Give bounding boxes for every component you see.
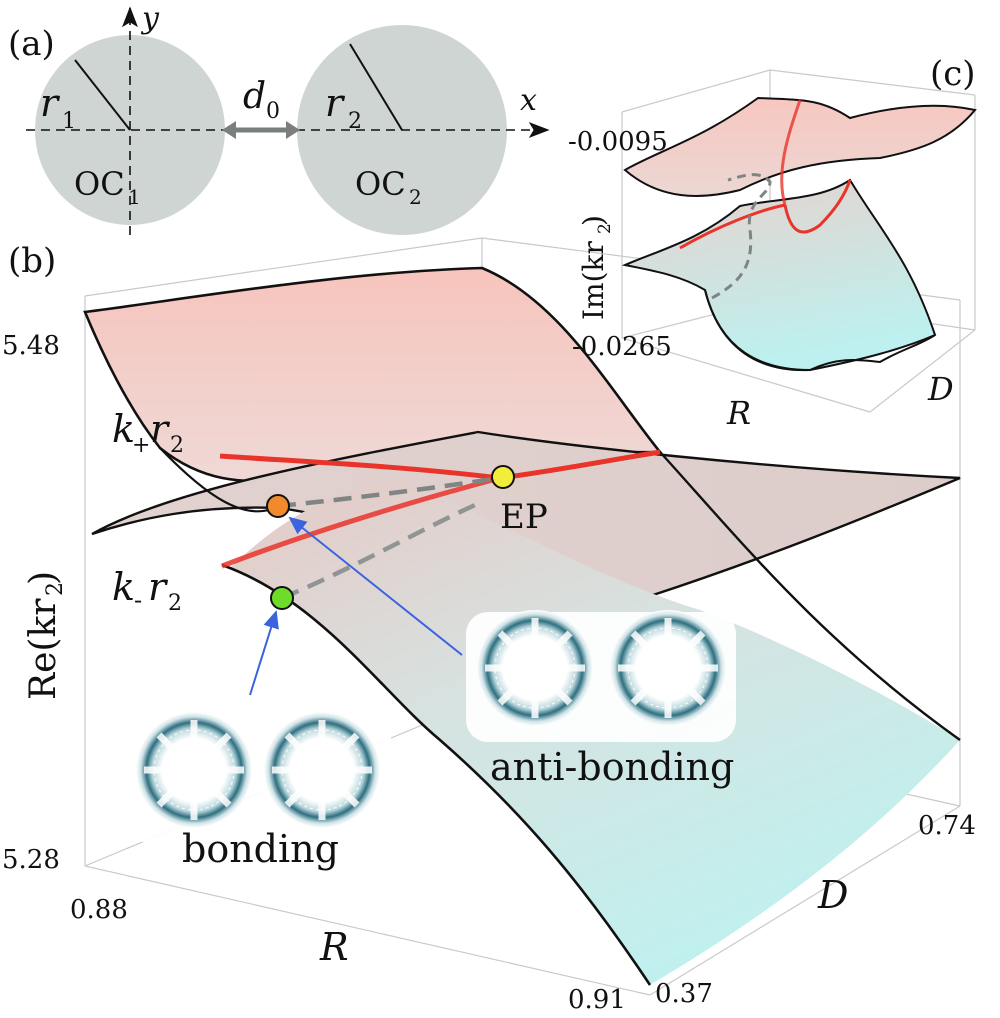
tick-r-min: 0.88	[70, 895, 128, 925]
label-d0: d 0	[243, 76, 280, 124]
im-d-axis-label: D	[927, 370, 954, 408]
antibonding-mode-inset: anti-bonding	[466, 610, 736, 789]
svg-text:0: 0	[266, 99, 280, 124]
svg-text:Im(kr: Im(kr	[577, 240, 610, 320]
svg-text:Re(kr: Re(kr	[23, 598, 64, 700]
panel-a-label: (a)	[8, 24, 55, 64]
svg-text:r: r	[150, 407, 171, 451]
svg-text:2: 2	[409, 185, 422, 209]
r-axis-label: R	[319, 925, 349, 969]
panel-c-label: (c)	[930, 54, 976, 94]
y-axis-label-b: Re(kr	[23, 598, 64, 700]
svg-text:1: 1	[128, 185, 141, 209]
bonding-marker	[270, 586, 294, 610]
svg-text:1: 1	[62, 109, 76, 134]
tick-z-min: 5.28	[2, 845, 60, 875]
label-k-plus: k + r 2	[112, 407, 184, 458]
tick-d-max: 0.74	[918, 811, 976, 841]
svg-text:2: 2	[348, 109, 362, 134]
arrow-antibonding	[288, 516, 463, 656]
label-r1: r 1	[40, 81, 76, 134]
x-axis-label: x	[520, 83, 537, 118]
im-tick-z-min: -0.0265	[572, 332, 672, 362]
label-r2: r 2	[325, 81, 362, 134]
svg-text:OC: OC	[355, 165, 406, 203]
svg-text:k: k	[112, 407, 135, 451]
bonding-mode-inset: bonding	[120, 712, 392, 871]
im-tick-z-max: -0.0095	[568, 127, 668, 157]
tick-d-min: 0.37	[655, 979, 713, 1009]
tick-z-max: 5.48	[2, 331, 60, 361]
radius-r2-line	[349, 43, 403, 131]
im-dashed-path	[711, 173, 772, 300]
antibonding-label: anti-bonding	[490, 745, 734, 789]
y-axis-label-b-close: )	[23, 571, 64, 585]
svg-text:d: d	[243, 76, 266, 117]
svg-text:2: 2	[168, 591, 182, 616]
y-axis-label: y	[140, 1, 160, 36]
svg-text:+: +	[132, 433, 150, 458]
ep-label: EP	[500, 497, 548, 537]
label-oc1: OC 1	[74, 165, 141, 209]
middle-surface	[91, 430, 961, 598]
arrow-bonding	[249, 610, 279, 696]
im-y-axis-label: Im(kr	[577, 240, 610, 320]
bonding-label: bonding	[182, 827, 339, 871]
antibonding-marker	[266, 494, 290, 518]
im-upper-surface	[623, 96, 977, 197]
y-axis-label-b-sub: 2	[43, 582, 68, 596]
svg-text:r: r	[148, 565, 169, 609]
panel-c: (c) Im(kr 2 ) -0.0095 -0.0265 R D	[568, 54, 977, 432]
svg-text:OC: OC	[74, 165, 125, 203]
svg-text:2: 2	[170, 433, 184, 458]
d-axis-label: D	[817, 873, 848, 917]
dashed-path-bonding	[281, 502, 476, 601]
im-y-axis-label-sub: 2	[595, 223, 615, 234]
svg-text:r: r	[40, 81, 61, 125]
panel-b: (b) EP	[2, 237, 976, 1015]
svg-text:k: k	[112, 565, 135, 609]
im-r-axis-label: R	[726, 394, 751, 432]
svg-text:r: r	[325, 81, 346, 125]
panel-b-label: (b)	[8, 241, 56, 281]
label-oc2: OC 2	[355, 165, 422, 209]
ep-marker	[491, 465, 515, 489]
radius-r1-line	[74, 59, 131, 131]
panel-a: (a) x y r 1 r 2 d 0 OC 1 OC 2	[8, 1, 550, 235]
trajectory-lower	[221, 475, 501, 569]
label-k-minus: k - r 2	[112, 565, 182, 616]
svg-text:-: -	[134, 586, 142, 614]
trajectory-upper	[219, 449, 661, 481]
im-y-axis-label-close: )	[577, 215, 610, 226]
tick-r-max: 0.91	[568, 985, 626, 1015]
